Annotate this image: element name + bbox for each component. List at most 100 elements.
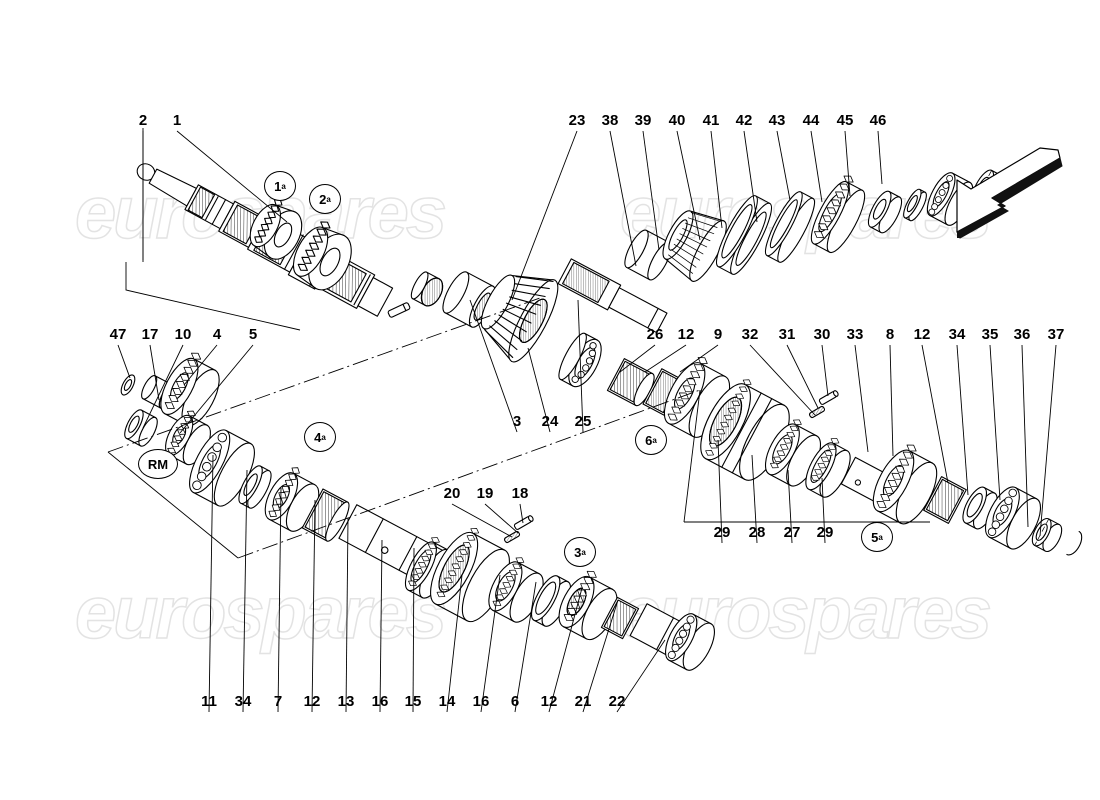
leader-line <box>821 477 826 544</box>
callout-number: 16 <box>472 693 490 710</box>
leader-line <box>176 130 288 223</box>
callout-number: 43 <box>768 112 786 129</box>
leader-line <box>311 499 316 713</box>
leader-line <box>956 344 969 496</box>
leader-line <box>519 503 524 524</box>
leader-line <box>208 454 214 713</box>
leader-line <box>577 299 584 433</box>
leader-line <box>149 344 160 401</box>
leader-line <box>514 581 537 713</box>
callout-number: 9 <box>713 326 723 343</box>
leader-line <box>776 130 791 201</box>
callout-number: 16 <box>371 693 389 710</box>
callout-number: 4 <box>212 326 222 343</box>
callout-number: 34 <box>948 326 966 343</box>
callout-number: 45 <box>836 112 854 129</box>
callout-number: 23 <box>568 112 586 129</box>
leader-line <box>786 344 819 409</box>
callout-number: 38 <box>601 112 619 129</box>
leader-line <box>179 344 254 434</box>
callout-number: 47 <box>109 326 127 343</box>
leader-line <box>1039 344 1057 537</box>
leader-line <box>989 344 1001 501</box>
callout-number: 17 <box>141 326 159 343</box>
leader-line <box>751 454 758 544</box>
leader-line <box>379 539 383 713</box>
assembly-mainshaft-upper <box>606 357 1083 556</box>
callout-number: 21 <box>574 693 592 710</box>
leader-line <box>142 344 184 429</box>
callout-number: 29 <box>816 524 834 541</box>
leader-line <box>821 344 829 397</box>
callout-number: 1 <box>172 112 182 129</box>
leader-line <box>548 587 583 713</box>
leader-line <box>412 547 415 713</box>
leader-line <box>616 639 666 713</box>
callout-number: 22 <box>608 693 626 710</box>
callout-number: 44 <box>802 112 820 129</box>
callout-number: 31 <box>778 326 796 343</box>
leader-line <box>810 130 823 203</box>
callout-number: 12 <box>913 326 931 343</box>
callout-number: 5 <box>248 326 258 343</box>
gear-position-marker: RM <box>138 449 178 479</box>
leader-line <box>877 130 883 185</box>
leader-line <box>717 439 723 544</box>
leader-line <box>480 574 501 713</box>
callout-number: 25 <box>574 413 592 430</box>
leader-line <box>277 487 282 713</box>
callout-leader-lines <box>117 130 1057 713</box>
assembly-bevel-pinion <box>442 258 668 388</box>
callout-number: 8 <box>885 326 895 343</box>
callout-number: 10 <box>174 326 192 343</box>
callout-number: 33 <box>846 326 864 343</box>
callout-number: 13 <box>337 693 355 710</box>
assembly-mainshaft-lower <box>189 429 715 671</box>
leader-line <box>844 130 851 197</box>
assembly-pinion-bearings <box>624 169 1005 282</box>
callout-number: 30 <box>813 326 831 343</box>
callout-number: 26 <box>646 326 664 343</box>
callout-number: 34 <box>234 693 252 710</box>
callout-number: 29 <box>713 524 731 541</box>
leader-line <box>749 344 816 416</box>
leader-line <box>484 503 519 534</box>
callout-number: 12 <box>540 693 558 710</box>
leader-line <box>642 130 660 251</box>
callout-number: 27 <box>783 524 801 541</box>
leader-line <box>469 299 518 433</box>
leader-line <box>609 130 637 267</box>
callout-number: 37 <box>1047 326 1065 343</box>
leader-line <box>511 130 578 301</box>
callout-number: 24 <box>541 413 559 430</box>
callout-number: 39 <box>634 112 652 129</box>
leader-line <box>679 344 719 373</box>
callout-number: 40 <box>668 112 686 129</box>
callout-number: 11 <box>201 693 217 710</box>
assembly-input-shaft <box>136 163 444 318</box>
leader-line <box>787 469 793 544</box>
callout-number: 41 <box>702 112 720 129</box>
callout-number: 3 <box>512 413 522 430</box>
callout-number: 42 <box>735 112 753 129</box>
leader-line <box>619 344 656 373</box>
leader-line <box>854 344 869 453</box>
leader-line <box>183 344 218 386</box>
callout-number: 15 <box>404 693 422 710</box>
leader-line <box>676 130 701 241</box>
callout-number: 46 <box>869 112 887 129</box>
direction-arrow <box>956 147 1063 239</box>
leader-line <box>345 517 349 713</box>
leader-line <box>117 344 131 379</box>
callout-number: 2 <box>138 112 148 129</box>
callout-number: 6 <box>510 693 520 710</box>
callout-number: 12 <box>677 326 695 343</box>
leader-line <box>527 347 551 433</box>
